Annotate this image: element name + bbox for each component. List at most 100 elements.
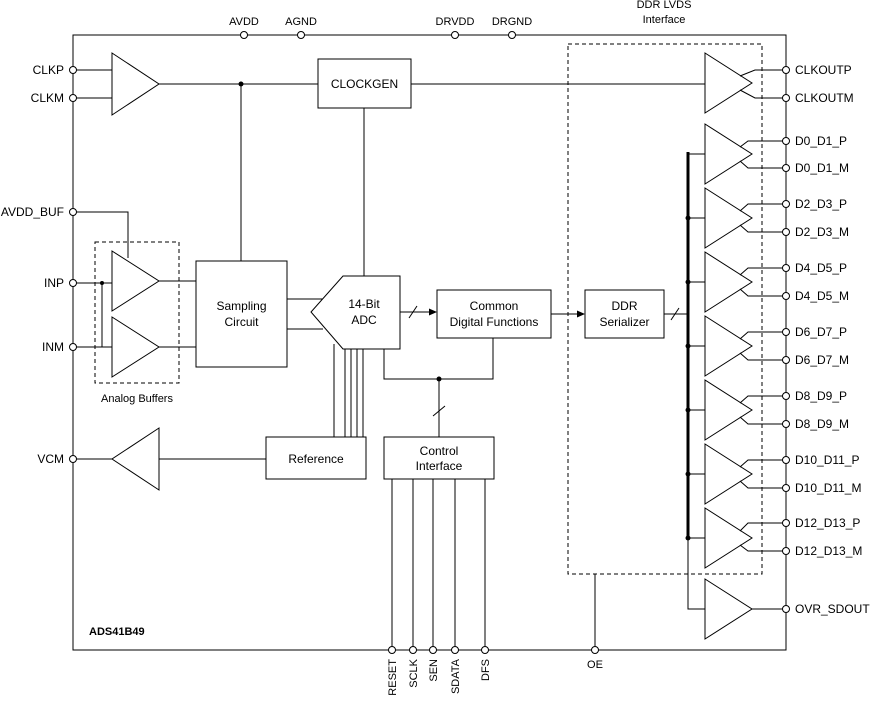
d10-d11-driver bbox=[704, 443, 753, 505]
pin-label-reset: RESET bbox=[387, 659, 399, 696]
top-pins: AVDD AGND DRVDD DRGND bbox=[229, 16, 532, 39]
pin-label-d12-d13-p: D12_D13_P bbox=[795, 516, 860, 530]
d6-d7-driver bbox=[704, 315, 753, 377]
pin-d12-d13-p bbox=[782, 519, 790, 527]
bus-taps bbox=[685, 153, 705, 541]
clockgen-label: CLOCKGEN bbox=[331, 77, 398, 91]
reference-label: Reference bbox=[288, 452, 344, 466]
pin-d2-d3-p bbox=[782, 200, 790, 208]
pin-drvdd bbox=[451, 31, 459, 39]
pin-label-oe: OE bbox=[587, 659, 603, 671]
adc-block bbox=[310, 275, 401, 350]
reference-block bbox=[265, 436, 367, 480]
pin-d0-d1-m bbox=[782, 164, 790, 172]
pin-label-d10-d11-m: D10_D11_M bbox=[795, 481, 861, 495]
pin-dfs bbox=[481, 646, 489, 654]
d8-d9-driver bbox=[704, 379, 753, 441]
pin-label-d2-d3-m: D2_D3_M bbox=[795, 225, 849, 239]
pin-avdd-buf bbox=[69, 208, 77, 216]
adc-label-line1: 14-Bit bbox=[348, 297, 380, 311]
pin-label-d4-d5-p: D4_D5_P bbox=[795, 261, 847, 275]
ddr-lvds-region bbox=[567, 43, 763, 575]
pin-label-d2-d3-p: D2_D3_P bbox=[795, 197, 847, 211]
common-digital-block bbox=[436, 289, 552, 339]
pin-label-sen: SEN bbox=[428, 659, 440, 682]
clock-input-amplifier bbox=[111, 52, 160, 116]
d12-d13-driver bbox=[704, 507, 753, 569]
pin-d8-d9-m bbox=[782, 420, 790, 428]
pin-label-vcm: VCM bbox=[37, 452, 64, 466]
part-name: ADS41B49 bbox=[89, 626, 145, 638]
sampling-circuit-label-line1: Sampling bbox=[216, 299, 266, 313]
vcm-buffer-amplifier bbox=[111, 427, 160, 491]
sampling-circuit-block bbox=[195, 260, 288, 368]
d4-d5-driver bbox=[704, 251, 753, 313]
pin-label-sclk: SCLK bbox=[408, 658, 420, 687]
analog-buffers-region bbox=[94, 241, 180, 384]
pin-sdata bbox=[451, 646, 459, 654]
pin-d0-d1-p bbox=[782, 137, 790, 145]
pin-vcm bbox=[69, 455, 77, 463]
pin-label-avdd-buf: AVDD_BUF bbox=[1, 205, 64, 219]
pin-label-d0-d1-p: D0_D1_P bbox=[795, 134, 847, 148]
control-interface-label-line1: Control bbox=[420, 444, 459, 458]
pin-label-inm: INM bbox=[42, 340, 64, 354]
pin-label-drgnd: DRGND bbox=[492, 16, 532, 28]
pin-d6-d7-p bbox=[782, 328, 790, 336]
ddr-lvds-label-line1: DDR LVDS bbox=[637, 0, 692, 11]
pin-label-clkoutp: CLKOUTP bbox=[795, 63, 852, 77]
pin-d8-d9-p bbox=[782, 392, 790, 400]
analog-buffer-inm bbox=[111, 316, 160, 378]
pin-clkp bbox=[69, 66, 77, 74]
pin-ovr-sdout bbox=[782, 605, 790, 613]
pin-d2-d3-m bbox=[782, 228, 790, 236]
ddr-serializer-label-line2: Serializer bbox=[599, 315, 649, 329]
analog-buffers-label: Analog Buffers bbox=[101, 393, 173, 405]
d0-d1-driver bbox=[704, 123, 753, 185]
pin-label-dfs: DFS bbox=[480, 659, 492, 681]
ovr-sdout-driver bbox=[704, 578, 753, 640]
pin-label-drvdd: DRVDD bbox=[436, 16, 475, 28]
right-pins: CLKOUTP CLKOUTM D0_D1_P D0_D1_M D2_D3_P … bbox=[782, 63, 870, 616]
pin-label-sdata: SDATA bbox=[450, 658, 462, 694]
common-digital-label-line2: Digital Functions bbox=[450, 315, 539, 329]
pin-d6-d7-m bbox=[782, 356, 790, 364]
pin-d12-d13-m bbox=[782, 547, 790, 555]
driver-outputs bbox=[739, 69, 786, 610]
pin-clkm bbox=[69, 94, 77, 102]
clkout-driver bbox=[704, 52, 753, 114]
pin-agnd bbox=[297, 31, 305, 39]
pin-label-inp: INP bbox=[44, 276, 64, 290]
pin-sen bbox=[429, 646, 437, 654]
pin-avdd bbox=[240, 31, 248, 39]
pin-d4-d5-p bbox=[782, 264, 790, 272]
pin-label-ovr-sdout: OVR_SDOUT bbox=[795, 602, 870, 616]
control-interface-block bbox=[383, 436, 495, 480]
pin-label-agnd: AGND bbox=[285, 16, 317, 28]
pin-clkoutm bbox=[782, 94, 790, 102]
lvds-drivers bbox=[704, 52, 753, 640]
sampling-circuit-label-line2: Circuit bbox=[224, 315, 259, 329]
ddr-serializer-label-line1: DDR bbox=[612, 299, 638, 313]
ddr-serializer-block bbox=[584, 289, 665, 339]
d2-d3-driver bbox=[704, 187, 753, 249]
pin-label-clkoutm: CLKOUTM bbox=[795, 91, 854, 105]
pin-label-d6-d7-m: D6_D7_M bbox=[795, 353, 849, 367]
pin-oe bbox=[591, 646, 599, 654]
pin-label-avdd: AVDD bbox=[229, 16, 259, 28]
pin-label-d12-d13-m: D12_D13_M bbox=[795, 544, 862, 558]
pin-drgnd bbox=[508, 31, 516, 39]
pin-label-d8-d9-p: D8_D9_P bbox=[795, 389, 847, 403]
analog-buffer-inp bbox=[111, 250, 160, 312]
pin-label-clkm: CLKM bbox=[31, 91, 64, 105]
pin-label-d4-d5-m: D4_D5_M bbox=[795, 289, 849, 303]
ddr-lvds-label-line2: Interface bbox=[643, 14, 686, 26]
common-digital-label-line1: Common bbox=[470, 299, 519, 313]
pin-label-d6-d7-p: D6_D7_P bbox=[795, 325, 847, 339]
pin-label-clkp: CLKP bbox=[33, 63, 64, 77]
chip-outline bbox=[72, 34, 787, 651]
pin-label-d10-d11-p: D10_D11_P bbox=[795, 453, 860, 467]
bottom-pins: RESET SCLK SEN SDATA DFS OE bbox=[387, 646, 603, 696]
adc-label-line2: ADC bbox=[351, 313, 377, 327]
